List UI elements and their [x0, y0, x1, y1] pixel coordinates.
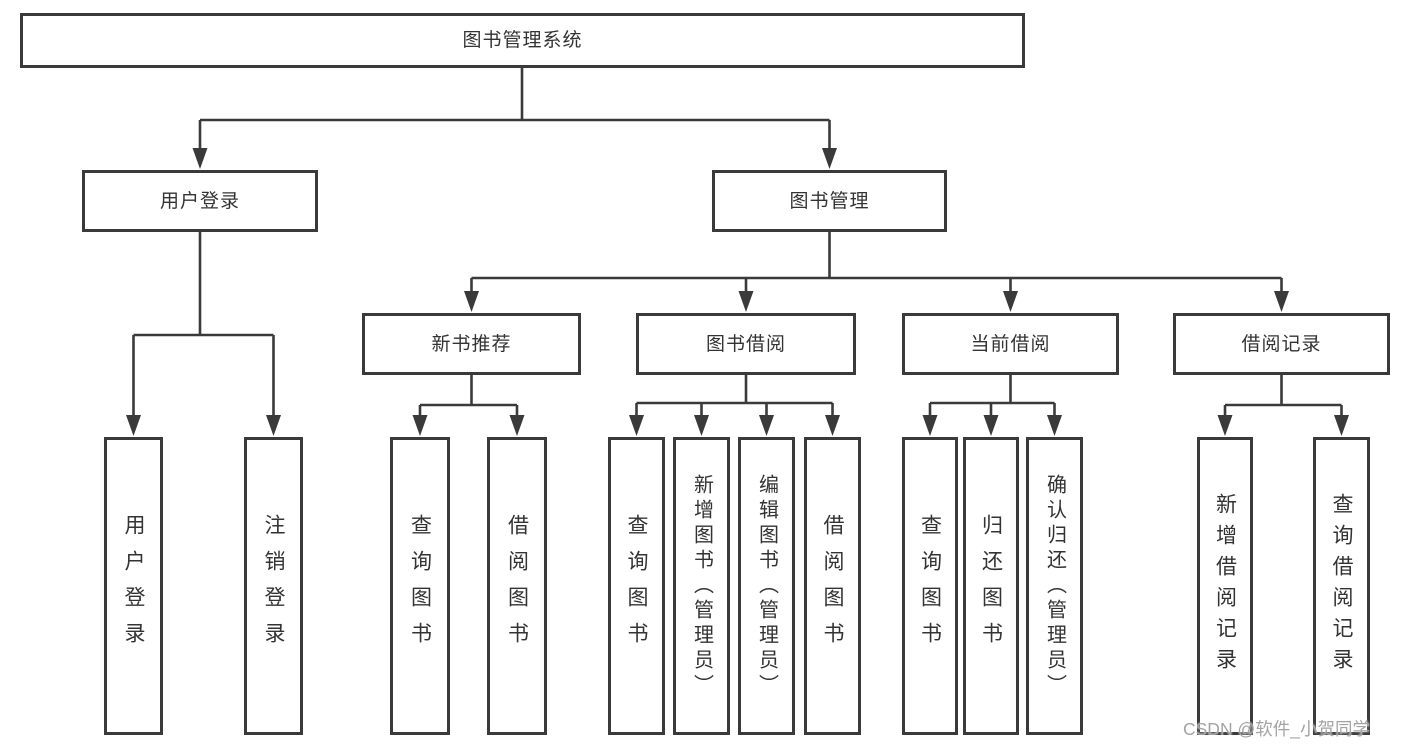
node-nb-query-books: 查询图书	[390, 437, 450, 735]
node-borrowing-records: 借阅记录	[1173, 313, 1390, 375]
node-book-management: 图书管理	[712, 170, 947, 232]
node-book-borrowing-label: 图书借阅	[705, 333, 786, 355]
node-user-login: 用户登录	[82, 170, 318, 232]
node-bb-edit-books-admin: 编辑图书（管理员）	[738, 437, 795, 735]
node-br-query-record: 查询借阅记录	[1313, 437, 1370, 735]
node-br-query-record-label: 查询借阅记录	[1330, 493, 1353, 679]
node-login-action-label: 用户登录	[122, 514, 145, 658]
node-bb-borrow-books: 借阅图书	[804, 437, 861, 735]
node-library-system: 图书管理系统	[20, 13, 1025, 68]
node-bb-query-books-label: 查询图书	[625, 514, 648, 658]
node-br-add-record-label: 新增借阅记录	[1213, 493, 1237, 679]
node-bb-borrow-books-label: 借阅图书	[821, 514, 844, 658]
node-cb-return-books-label: 归还图书	[979, 514, 1003, 658]
node-bb-add-books-admin: 新增图书（管理员）	[673, 437, 730, 735]
node-cb-confirm-return-admin: 确认归还（管理员）	[1026, 437, 1083, 735]
node-bb-query-books: 查询图书	[608, 437, 665, 735]
node-cb-query-books-label: 查询图书	[918, 514, 942, 658]
node-book-management-label: 图书管理	[789, 190, 870, 212]
node-new-book-recommend: 新书推荐	[362, 313, 581, 375]
node-nb-query-books-label: 查询图书	[408, 514, 432, 658]
node-bb-edit-books-admin-label: 编辑图书（管理员）	[755, 473, 778, 699]
node-cb-confirm-return-admin-label: 确认归还（管理员）	[1043, 473, 1066, 699]
node-nb-borrow-books: 借阅图书	[487, 437, 547, 735]
node-borrowing-records-label: 借阅记录	[1241, 333, 1322, 355]
node-logout-action-label: 注销登录	[262, 514, 285, 658]
node-new-book-recommend-label: 新书推荐	[431, 333, 512, 355]
node-book-borrowing: 图书借阅	[636, 313, 856, 375]
node-logout-action: 注销登录	[244, 437, 303, 735]
node-current-borrowing-label: 当前借阅	[970, 333, 1051, 355]
node-bb-add-books-admin-label: 新增图书（管理员）	[690, 473, 713, 699]
node-cb-query-books: 查询图书	[902, 437, 958, 735]
node-login-action: 用户登录	[104, 437, 163, 735]
node-br-add-record: 新增借阅记录	[1197, 437, 1253, 735]
node-nb-borrow-books-label: 借阅图书	[505, 514, 529, 658]
node-user-login-label: 用户登录	[159, 190, 240, 212]
node-cb-return-books: 归还图书	[963, 437, 1019, 735]
node-current-borrowing: 当前借阅	[902, 313, 1119, 375]
node-library-system-label: 图书管理系统	[462, 30, 583, 51]
